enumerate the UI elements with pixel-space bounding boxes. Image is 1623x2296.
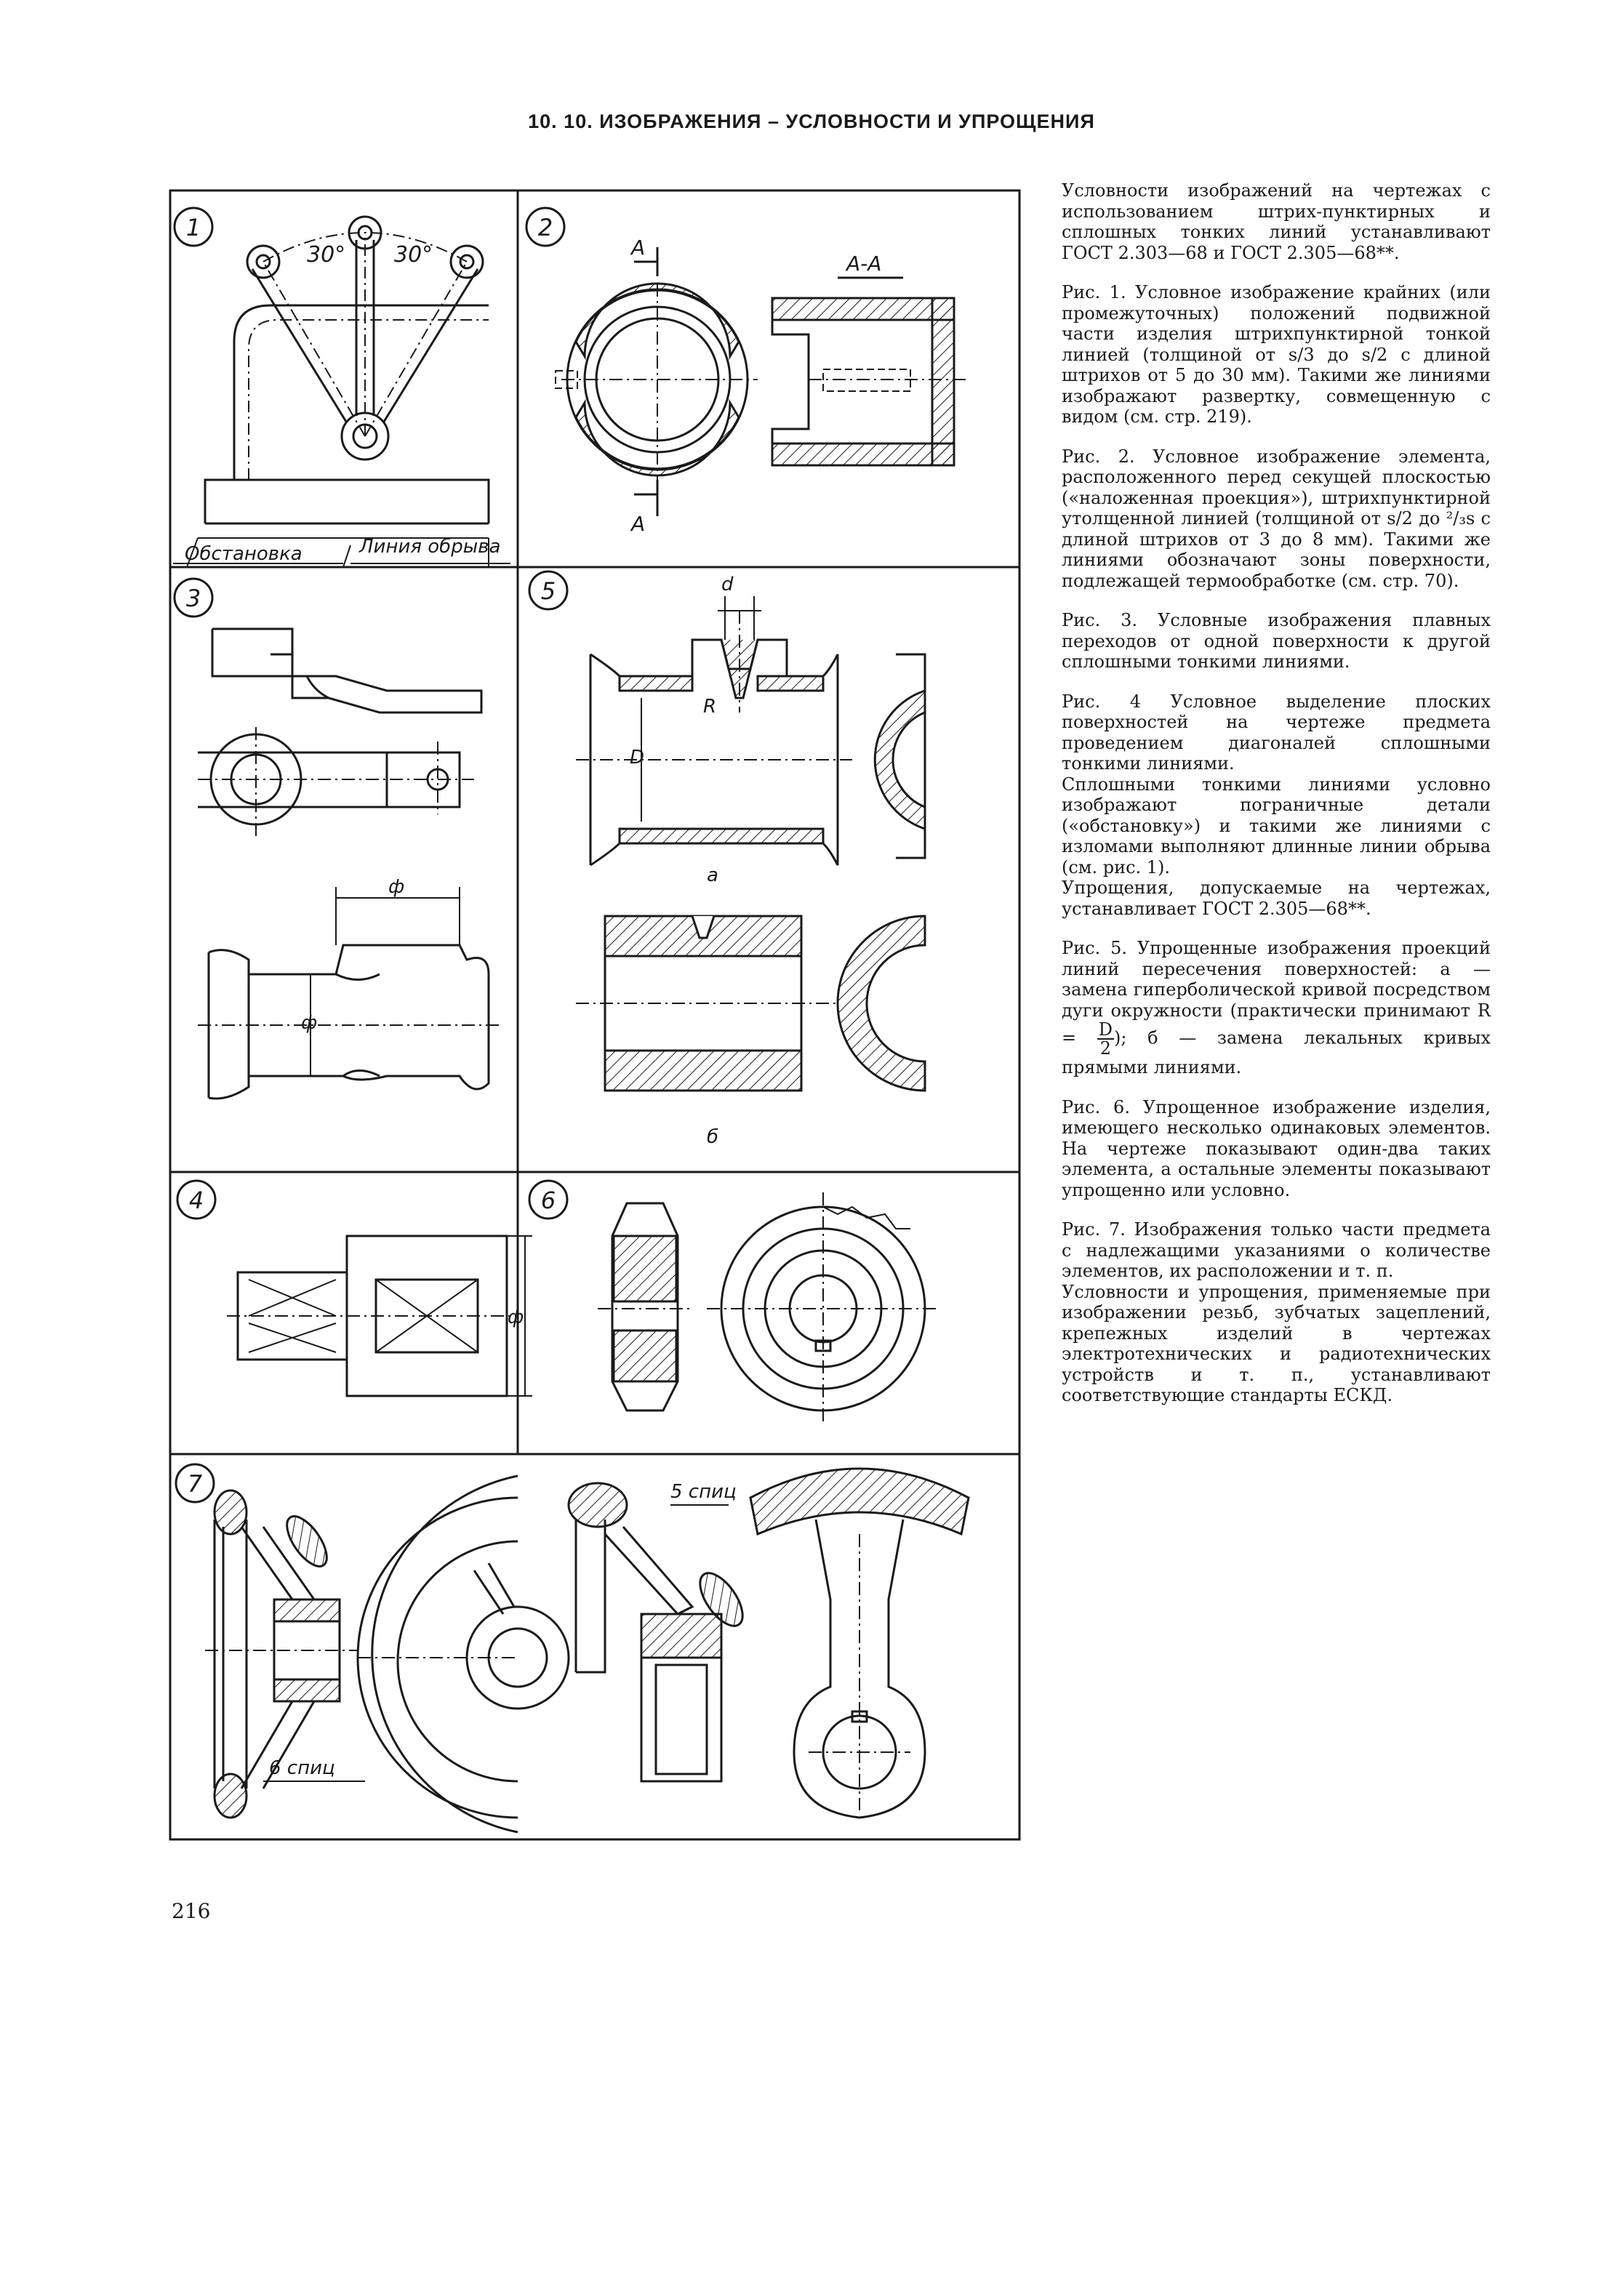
- caption-fig-3: Рис. 3. Условные изображения плавных пер…: [1062, 610, 1491, 672]
- caption-fig-4-note: Сплошными тонкими линиями условно изобра…: [1062, 774, 1491, 878]
- fig-5-sub-b: б: [707, 1126, 718, 1148]
- fig-2-label: 2: [538, 214, 553, 241]
- fig-5-label: 5: [541, 577, 556, 605]
- fig-2-section-title: A-A: [845, 252, 881, 276]
- caption-fig-5-b: ); б — замена лекальных кривых прямыми л…: [1062, 1027, 1491, 1078]
- page-number: 216: [172, 1899, 211, 1923]
- fig-7-label: 7: [188, 1470, 203, 1498]
- figure-6: [598, 1192, 939, 1425]
- figure-1: [173, 215, 510, 568]
- figure-3: [198, 627, 503, 1100]
- fig-number-6: [528, 1179, 569, 1220]
- fig-5-dim-d: d: [721, 574, 734, 595]
- fig-1-label-obryv: Линия обрыва: [358, 536, 500, 558]
- fig-1-label-obstanovka: Обстановка: [185, 543, 302, 565]
- fig-6-label: 6: [541, 1187, 556, 1214]
- fig-number-3: [173, 577, 214, 618]
- fig-number-4: [176, 1179, 217, 1220]
- caption-fig-5: Рис. 5. Упрощенные изображения проекций …: [1062, 938, 1491, 1078]
- figure-7: [205, 1467, 970, 1834]
- fig-1-angle-right: 30°: [394, 242, 433, 268]
- caption-column: Условности изображений на чертежах с исп…: [1062, 180, 1491, 1406]
- page-header: 10. 10. ИЗОБРАЖЕНИЯ – УСЛОВНОСТИ И УПРОЩ…: [528, 111, 1095, 132]
- figure-numbers: [173, 206, 569, 1504]
- fig-3-dim-top: ф: [388, 876, 404, 898]
- caption-fig-7: Рис. 7. Изображения только части предмет…: [1062, 1219, 1491, 1281]
- fig-number-7: [175, 1463, 215, 1504]
- fraction-numerator: D: [1097, 1019, 1115, 1040]
- fig-5-dim-R: R: [703, 696, 716, 718]
- caption-fig-2: Рис. 2. Условное изображение элемента, р…: [1062, 446, 1491, 591]
- fig-2-section-a-top: A: [630, 236, 645, 260]
- fig-number-2: [525, 206, 566, 247]
- figure-5: [576, 596, 926, 1092]
- fig-3-label: 3: [186, 585, 201, 612]
- fraction-denominator: 2: [1099, 1038, 1112, 1059]
- figure-grid: [169, 189, 1021, 1841]
- figure-4: [227, 1235, 532, 1397]
- fig-5-sub-a: а: [707, 864, 718, 886]
- caption-fig-4-gost: Упрощения, допускаемые на чертежах, уста…: [1062, 878, 1491, 919]
- caption-fig-1: Рис. 1. Условное изображение крайних (ил…: [1062, 282, 1491, 427]
- fig-1-label: 1: [186, 214, 201, 241]
- fig-4-dim: ф: [508, 1306, 524, 1328]
- fig-3-dim-side: ф: [301, 1012, 317, 1034]
- caption-fig-4: Рис. 4 Условное выделение плоских поверх…: [1062, 691, 1491, 774]
- fig-1-angle-left: 30°: [307, 242, 345, 268]
- caption-fig-7-note: Условности и упрощения, применяемые при …: [1062, 1281, 1491, 1406]
- fig-2-section-a-bottom: A: [630, 512, 645, 536]
- figures-drawing: 1 2 3 5 4 6 7 30° 30° Обстанов: [169, 189, 1021, 1841]
- fig-number-1: [173, 206, 214, 247]
- fig-4-label: 4: [189, 1187, 204, 1214]
- fig-number-5: [528, 570, 569, 611]
- fig-7-label-5-spokes: 5 спиц: [670, 1481, 737, 1503]
- caption-fig-5-intro: Рис. 5. Упрощенные изображения проекций …: [1062, 938, 1491, 979]
- figure-2: [555, 247, 969, 516]
- fig-7-label-6-spokes: 6 спиц: [269, 1757, 335, 1779]
- fig-5-dim-D: D: [630, 747, 644, 768]
- caption-fig-5-a: а — замена гиперболической кривой посред…: [1062, 958, 1491, 1048]
- intro-text: Условности изображений на чертежах с исп…: [1062, 180, 1491, 263]
- caption-fig-6: Рис. 6. Упрощенное изображение изделия, …: [1062, 1096, 1491, 1200]
- figures-panel: 1 2 3 5 4 6 7 30° 30° Обстанов: [169, 189, 1021, 1841]
